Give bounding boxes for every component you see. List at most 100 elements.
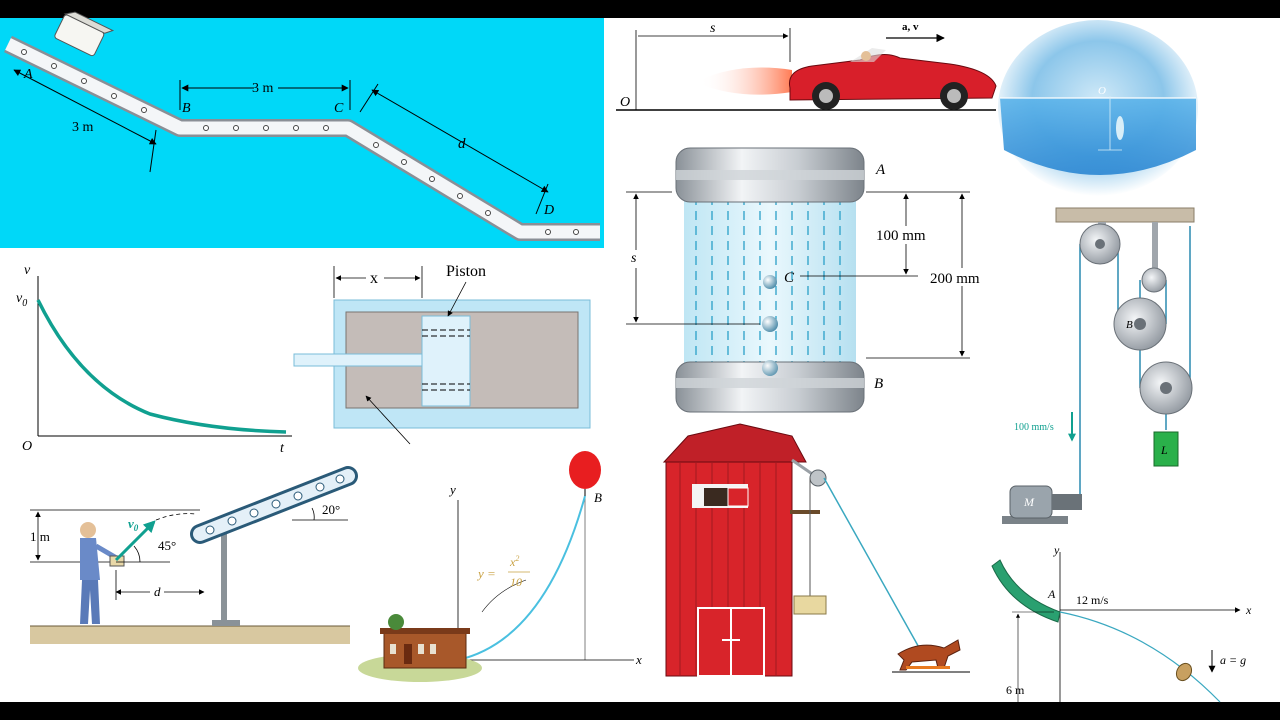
weight-L-label: L xyxy=(1160,443,1168,457)
pipe-chute xyxy=(991,559,1061,623)
graph-v0-label: v0 xyxy=(16,291,27,309)
graph-v-label: v xyxy=(24,263,31,278)
roller xyxy=(485,210,491,216)
roller xyxy=(263,125,269,131)
motor-M-label: M xyxy=(1023,495,1035,509)
balloon-eq-den: 10 xyxy=(510,575,522,589)
water-surface xyxy=(1000,98,1196,175)
point-C-label: C xyxy=(334,101,344,116)
point-A-label: A xyxy=(23,67,33,82)
red-convertible xyxy=(788,48,997,110)
piston-panel: x Piston xyxy=(293,263,591,445)
pulley-panel: B L 100 mm/s M xyxy=(1002,207,1195,524)
balloon-path-curve xyxy=(457,495,586,661)
balloon-y-label: y xyxy=(448,482,456,497)
barn-pulley xyxy=(809,469,827,487)
roller xyxy=(373,142,379,148)
graph-origin-label: O xyxy=(22,439,32,454)
thrower-d-label: d xyxy=(154,584,161,599)
pulley-small xyxy=(1141,267,1167,293)
proj-accel-label: a = g xyxy=(1220,653,1246,667)
velocity-decay-curve xyxy=(36,299,287,434)
motor-M: M xyxy=(1002,485,1082,524)
car-origin-label: O xyxy=(620,95,630,110)
piston-head xyxy=(421,315,471,407)
velocity-graph-panel: v v0 O t xyxy=(16,263,292,456)
barn-panel xyxy=(662,423,970,677)
projectile-panel: y x A 12 m/s a = g 6 m xyxy=(991,543,1252,703)
cylinder-C-label: C xyxy=(784,270,795,286)
cylinder-B-label: B xyxy=(874,376,883,392)
hay-bale xyxy=(793,595,827,615)
thrower-panel: 1 m v0 45° d 20 xyxy=(30,466,358,644)
roller xyxy=(293,125,299,131)
water-drop-panel: O xyxy=(998,20,1198,196)
projectile-trajectory xyxy=(1059,611,1221,703)
package-box xyxy=(54,11,115,57)
balloon-panel: y x B y = x2 10 xyxy=(358,451,642,682)
ball-middle xyxy=(762,316,778,332)
point-D-label: D xyxy=(543,203,554,218)
dim-200mm-label: 200 mm xyxy=(930,271,980,287)
roller xyxy=(111,93,117,99)
roller xyxy=(429,176,435,182)
falling-drop xyxy=(1116,116,1124,140)
proj-A-label: A xyxy=(1047,587,1056,601)
balloon-eq-lhs: y = xyxy=(476,566,496,581)
piston-x-label: x xyxy=(370,270,378,287)
roller xyxy=(51,63,57,69)
point-B-label: B xyxy=(182,101,191,116)
proj-height-label: 6 m xyxy=(1006,683,1025,697)
car-s-label: s xyxy=(710,21,716,36)
height-1m-label: 1 m xyxy=(30,529,50,544)
car-driver-head xyxy=(861,51,871,61)
barn-rope xyxy=(823,477,927,661)
roller xyxy=(457,193,463,199)
proj-speed-label: 12 m/s xyxy=(1076,593,1109,607)
cylinder-panel: s A B C 100 mm 200 mm xyxy=(626,147,992,413)
water-origin-label: O xyxy=(1098,85,1106,97)
roller xyxy=(573,229,579,235)
pulley-speed-label: 100 mm/s xyxy=(1014,422,1054,433)
conveyor-panel: 3 m 3 m d A B C D xyxy=(0,11,604,248)
piston-rod xyxy=(293,353,423,367)
weight-L xyxy=(1153,431,1179,467)
car-panel: s a, v O xyxy=(616,21,997,111)
proj-y-label: y xyxy=(1053,543,1060,557)
piston-label: Piston xyxy=(446,263,486,280)
ball-lower xyxy=(762,360,778,376)
graph-t-label: t xyxy=(280,441,285,456)
roller xyxy=(323,125,329,131)
roller xyxy=(401,159,407,165)
cylinder-A-label: A xyxy=(875,162,886,178)
red-balloon xyxy=(569,451,601,489)
car-av-label: a, v xyxy=(902,21,919,33)
v0-arrow xyxy=(114,520,156,562)
pulley-B-label: B xyxy=(1126,319,1133,331)
exhaust-flame xyxy=(700,67,792,95)
horse-figure xyxy=(897,639,961,671)
dim-left-label: 3 m xyxy=(72,120,94,135)
angle-20-label: 20° xyxy=(322,502,340,517)
roller xyxy=(141,107,147,113)
inclined-conveyor xyxy=(190,466,358,626)
balloon-eq-num: x2 xyxy=(509,554,519,569)
dim-d-label: d xyxy=(458,136,466,152)
roller xyxy=(233,125,239,131)
ceiling-beam xyxy=(1055,207,1195,223)
ground xyxy=(30,626,350,644)
cylinder-s-label: s xyxy=(631,251,637,266)
proj-x-label: x xyxy=(1245,603,1252,617)
roller xyxy=(203,125,209,131)
dim-100mm-label: 100 mm xyxy=(876,228,926,244)
cylinder-dashes xyxy=(695,196,841,368)
falling-object xyxy=(1175,662,1193,682)
balloon-B-label: B xyxy=(594,490,602,505)
thrower-v0-label: v0 xyxy=(128,516,139,533)
brick-building xyxy=(358,614,482,682)
dim-top-label: 3 m xyxy=(252,81,274,96)
angle-45-label: 45° xyxy=(158,538,176,553)
roller xyxy=(21,49,27,55)
roller xyxy=(81,78,87,84)
